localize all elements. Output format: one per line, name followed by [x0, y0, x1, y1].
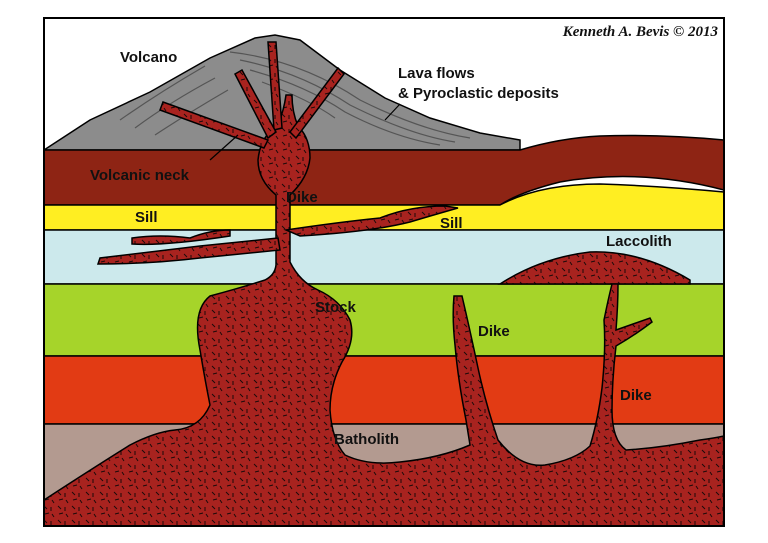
label-dike-right: Dike — [620, 387, 652, 404]
leader-lines — [209, 103, 401, 161]
label-batholith: Batholith — [334, 431, 399, 448]
label-volcano: Volcano — [120, 49, 177, 66]
diagram-frame — [43, 17, 725, 527]
laccolith-body — [497, 251, 691, 285]
credit-text: Kenneth A. Bevis © 2013 — [562, 24, 719, 40]
sandstone-layer — [44, 183, 724, 231]
label-stock: Stock — [315, 299, 357, 316]
label-sill-left: Sill — [135, 209, 158, 226]
label-sill-right: Sill — [440, 215, 463, 232]
upper-strata-layer — [44, 134, 724, 206]
label-dike-upper: Dike — [286, 189, 318, 206]
label-dike-middle: Dike — [478, 323, 510, 340]
label-laccolith: Laccolith — [606, 233, 672, 250]
volcanic-neck — [159, 41, 345, 149]
green-layer — [44, 283, 724, 357]
volcano-cone — [44, 34, 521, 151]
sill-left — [96, 229, 281, 265]
sill-right — [283, 205, 459, 237]
label-pyroclastic-deposits: & Pyroclastic deposits — [398, 85, 559, 102]
batholith-body — [44, 94, 724, 526]
label-volcanic-neck: Volcanic neck — [90, 167, 190, 184]
label-lava-flows: Lava flows — [398, 65, 475, 82]
